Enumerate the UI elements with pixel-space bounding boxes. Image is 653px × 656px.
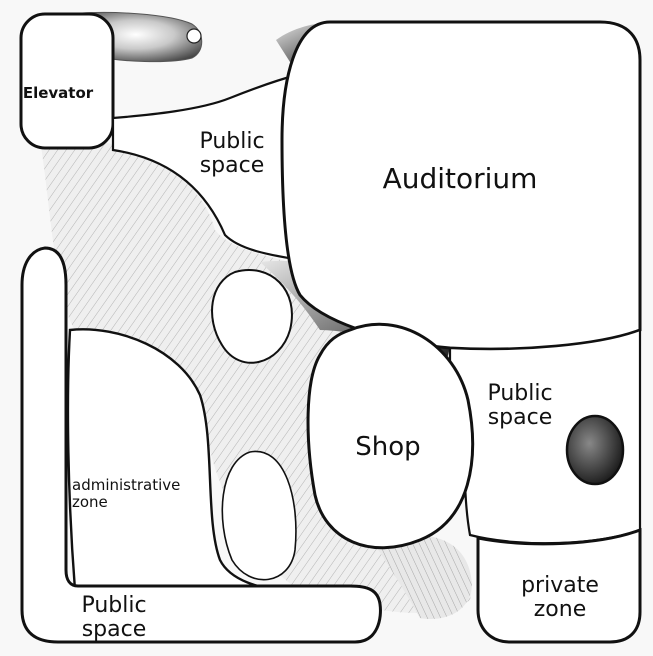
label-public-space-bottom-2: space [82,617,147,642]
dark-node-icon [567,416,623,484]
label-public-space-bottom-1: Public [81,593,146,618]
label-public-space-right-1: Public [487,381,552,406]
zone-elevator [21,14,113,148]
label-private-1: private [521,573,599,598]
label-auditorium: Auditorium [383,162,538,195]
label-public-space-right-2: space [488,405,553,430]
label-administrative-2: zone [72,493,108,511]
label-public-space-top-1: Public [199,129,264,154]
label-shop: Shop [355,432,420,462]
label-elevator: Elevator [23,84,94,102]
label-private-2: zone [534,597,587,622]
membrane-hole [212,270,292,363]
label-public-space-top-2: space [200,153,265,178]
tube-hole-icon [187,29,201,43]
label-administrative-1: administrative [72,476,180,494]
